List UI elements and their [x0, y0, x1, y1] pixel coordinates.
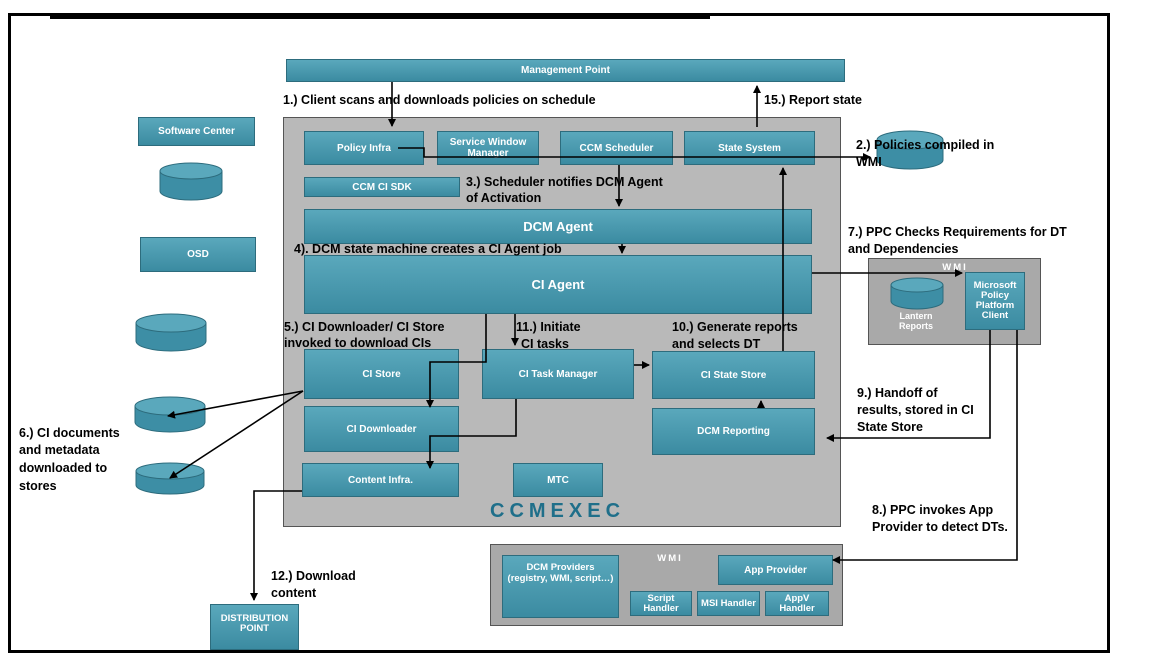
step-6-caption-line1: 6.) CI documents [19, 426, 120, 440]
step-6-caption-line3: downloaded to [19, 461, 108, 475]
ci-task-manager-box: CI Task Manager [482, 349, 634, 399]
step-11-caption-line2: CI tasks [521, 337, 569, 351]
step-7-caption-line1: 7.) PPC Checks Requirements for DT [848, 225, 1067, 239]
dcm-reporting-box: DCM Reporting [652, 408, 815, 455]
step-3-caption-line2: of Activation [466, 191, 542, 205]
ci-downloader-box: CI Downloader [304, 406, 459, 452]
step-7-caption-line2: and Dependencies [848, 242, 959, 256]
ccmexec-label: CCMEXEC [490, 500, 626, 522]
wmi-right-label: WMI [942, 262, 968, 273]
step-5-caption-line1: 5.) CI Downloader/ CI Store [284, 320, 445, 334]
step-2-caption-line1: 2.) Policies compiled in [856, 138, 995, 152]
ccm-ci-sdk-box: CCM CI SDK [304, 177, 460, 197]
step-12-caption-line1: 12.) Download [271, 569, 356, 583]
step-8-caption-line1: 8.) PPC invokes App [872, 503, 994, 517]
ccm-scheduler-box: CCM Scheduler [560, 131, 673, 165]
wmi-bottom-label: WMI [657, 553, 683, 564]
ci-store-box: CI Store [304, 349, 459, 399]
ci-metadata-store-icon [135, 462, 205, 495]
dcm-providers-box: DCM Providers (registry, WMI, script…) [502, 555, 619, 618]
step-6-caption-line4: stores [19, 479, 57, 493]
ci-document-store-icon [134, 396, 206, 433]
lantern-reports-store-icon [890, 277, 944, 310]
step-11-caption-line1: 11.) Initiate [516, 320, 581, 334]
dcm-agent-box: DCM Agent [304, 209, 812, 244]
ci-state-store-box: CI State Store [652, 351, 815, 399]
step-9-caption-line3: State Store [857, 420, 923, 434]
step-9-caption-line1: 9.) Handoff of [857, 386, 938, 400]
step-8-caption-line2: Provider to detect DTs. [872, 520, 1008, 534]
top-border-bar [50, 13, 710, 19]
content-infra-box: Content Infra. [302, 463, 459, 497]
step-12-caption-line2: content [271, 586, 317, 600]
ci-agent-box: CI Agent [304, 255, 812, 314]
wmi-database-icon [876, 130, 944, 170]
mtc-box: MTC [513, 463, 603, 497]
msi-handler-box: MSI Handler [697, 591, 760, 616]
osd-box: OSD [140, 237, 256, 272]
step-15-caption: 15.) Report state [764, 93, 862, 107]
distribution-point-box: DISTRIBUTION POINT [210, 604, 299, 650]
diagram-frame [8, 13, 1110, 653]
state-system-box: State System [684, 131, 815, 165]
step-3-caption-line1: 3.) Scheduler notifies DCM Agent [466, 175, 663, 189]
policy-infra-box: Policy Infra [304, 131, 424, 165]
software-center-store-icon [159, 162, 223, 201]
step-6-caption-line2: and metadata [19, 443, 100, 457]
step-5-caption-line2: invoked to download CIs [284, 336, 432, 350]
osd-store-icon [135, 313, 207, 352]
step-9-caption-line2: results, stored in CI [857, 403, 974, 417]
step-2-caption-line2: WMI [856, 155, 882, 169]
script-handler-box: Script Handler [630, 591, 692, 616]
lantern-reports-label: Lantern Reports [898, 311, 933, 331]
step-10-caption-line1: 10.) Generate reports [672, 320, 798, 334]
management-point-box: Management Point [286, 59, 845, 82]
service-window-manager-box: Service Window Manager [437, 131, 539, 165]
step-10-caption-line2: and selects DT [672, 337, 761, 351]
step-1-caption: 1.) Client scans and downloads policies … [283, 93, 596, 107]
ppc-box: Microsoft Policy Platform Client [965, 272, 1025, 330]
software-center-box: Software Center [138, 117, 255, 146]
appv-handler-box: AppV Handler [765, 591, 829, 616]
app-provider-box: App Provider [718, 555, 833, 585]
step-4-caption: 4). DCM state machine creates a CI Agent… [294, 242, 562, 256]
